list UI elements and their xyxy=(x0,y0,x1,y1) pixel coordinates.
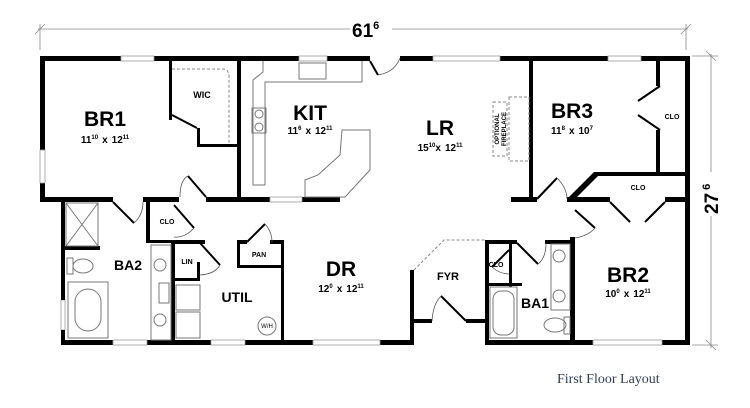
svg-text:616: 616 xyxy=(352,20,379,42)
width-inches: 6 xyxy=(373,20,379,32)
bathtub-icon xyxy=(489,286,518,339)
vanity-icon xyxy=(150,244,172,341)
dryer-icon xyxy=(175,311,201,339)
room-ba1: BA1 xyxy=(521,295,549,311)
room-clo-br2: CLO xyxy=(631,185,646,192)
bathtub-icon xyxy=(67,281,109,339)
width-dimension: 616 xyxy=(34,18,692,50)
room-clo-br3: CLO xyxy=(665,114,680,121)
doors xyxy=(112,57,666,322)
room-wic: WIC xyxy=(193,90,211,100)
room-lin: LIN xyxy=(181,259,192,266)
kitchen-sink-icon xyxy=(298,62,327,80)
room-kit: KIT xyxy=(293,102,327,125)
room-br3: BR3 xyxy=(551,100,593,123)
toilet-icon xyxy=(543,317,567,333)
kitchen-island xyxy=(304,129,371,198)
room-lr: LR xyxy=(426,117,454,140)
fireplace-label-1: OPTIONAL xyxy=(495,113,501,144)
walls xyxy=(39,55,690,346)
range-icon xyxy=(251,107,267,134)
svg-text:276: 27 6 xyxy=(701,184,723,214)
room-dr: DR xyxy=(326,258,356,281)
washer-icon xyxy=(175,284,201,311)
plan-caption: First Floor Layout xyxy=(557,372,660,387)
depth-feet: 27 xyxy=(702,193,723,214)
room-util: UTIL xyxy=(221,289,253,305)
shower-icon xyxy=(65,202,99,247)
room-clo-ba2: CLO xyxy=(160,219,175,226)
vanity-icon xyxy=(550,243,571,311)
room-clo-fyr: CLO xyxy=(489,262,504,269)
depth-inches: 6 xyxy=(701,184,713,190)
room-pan: PAN xyxy=(252,252,266,259)
water-heater-icon xyxy=(257,316,277,336)
fixtures: OPTIONAL FIREPLACE W/H xyxy=(65,61,571,341)
room-br2: BR2 xyxy=(607,264,649,287)
room-fyr: FYR xyxy=(437,271,459,283)
water-heater-label: W/H xyxy=(261,324,273,330)
toilet-icon xyxy=(72,258,94,274)
depth-dimension: 27 6 xyxy=(692,50,723,351)
room-ba2: BA2 xyxy=(114,257,142,273)
room-br1: BR1 xyxy=(84,108,126,131)
fireplace-label-2: FIREPLACE xyxy=(502,112,508,146)
width-feet: 61 xyxy=(352,21,374,42)
